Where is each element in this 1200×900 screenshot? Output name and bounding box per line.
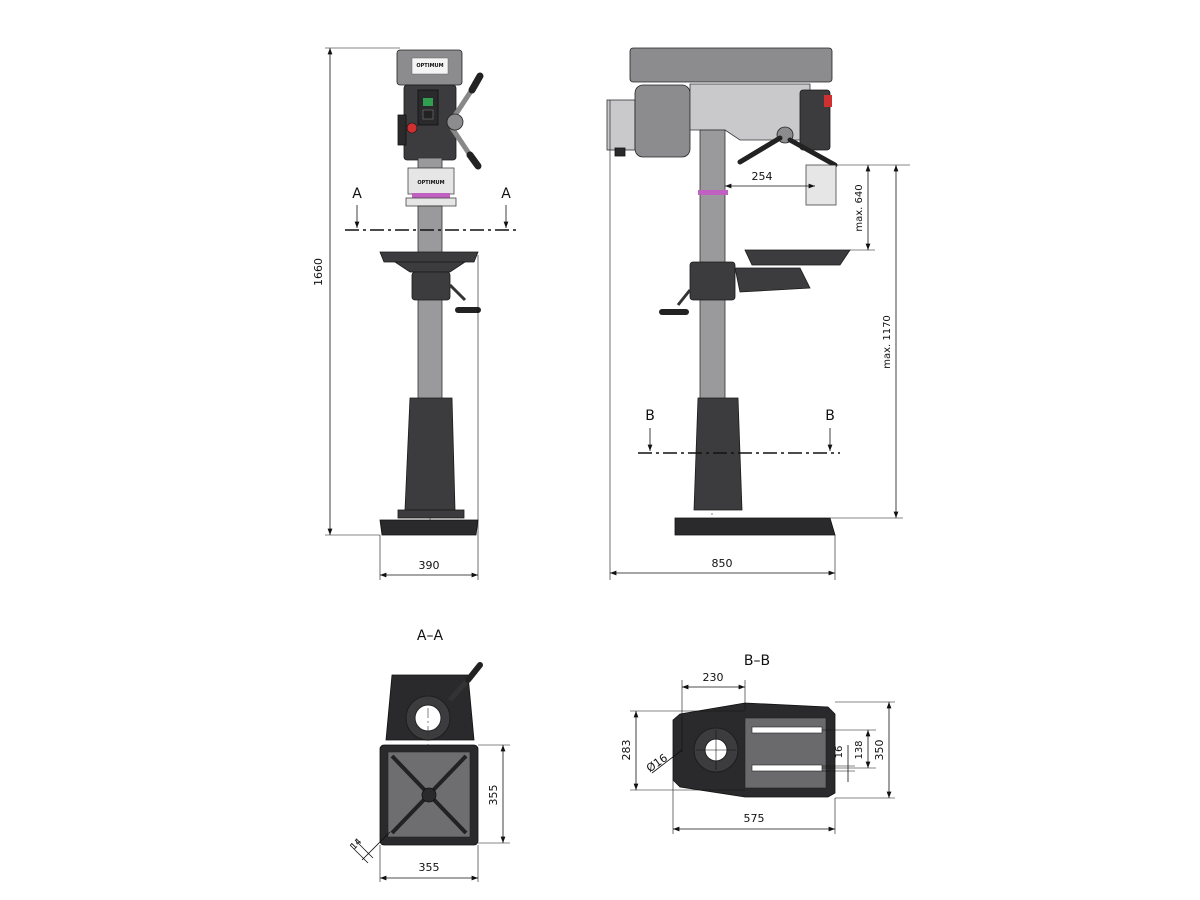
head-cover-side [629,47,833,83]
head-casting [689,83,811,141]
section-b-title: B–B [744,653,770,669]
guard-logo: OPTIMUM [417,180,444,186]
motor [634,84,691,158]
brand-logo: OPTIMUM [416,63,443,69]
dim-height: 1660 [312,258,325,286]
accent-band [412,193,450,198]
chuck-guard [407,167,455,195]
dim-hole-offset: 230 [703,671,724,684]
dim-throat: 254 [752,170,773,183]
section-mark-b-right: B [825,408,835,424]
section-mark-a-right: A [501,186,511,202]
dim-spindle-table: max. 640 [854,184,865,231]
base [379,519,479,536]
stand [404,397,456,511]
section-a-title: A–A [417,628,444,644]
dim-slot-spacing: 138 [854,740,865,759]
section-b-view: B–B 230 283 Ø16 138 16 350 575 [620,653,895,834]
dim-spindle-base: max. 1170 [882,315,893,369]
dim-base-width: 350 [873,740,886,761]
dim-table-height: 355 [487,785,500,806]
dim-table-width: 355 [419,861,440,874]
work-table-side [744,249,851,266]
dim-slot: 14 [349,837,364,852]
stand-side [693,397,743,511]
dim-hole-dia: Ø16 [644,751,670,775]
emergency-stop-icon [406,122,418,134]
dim-slot-width: 16 [834,746,845,759]
chuck-guard-side [805,164,837,206]
dim-width: 390 [419,559,440,572]
dim-hole-spacing: 283 [620,740,633,761]
dim-depth: 850 [712,557,733,570]
front-view: OPTIMUM OPTIMUM A A 1660 [312,47,520,580]
side-view: B B 254 max. 640 max. 1170 850 [606,47,910,580]
dim-base-length: 575 [744,812,765,825]
work-table [379,251,479,263]
base-side [674,517,836,536]
section-a-view: A–A 355 355 14 [349,628,510,882]
motor-box [606,99,636,151]
section-mark-a-left: A [352,186,362,202]
section-mark-b-left: B [645,408,655,424]
column [417,205,443,402]
